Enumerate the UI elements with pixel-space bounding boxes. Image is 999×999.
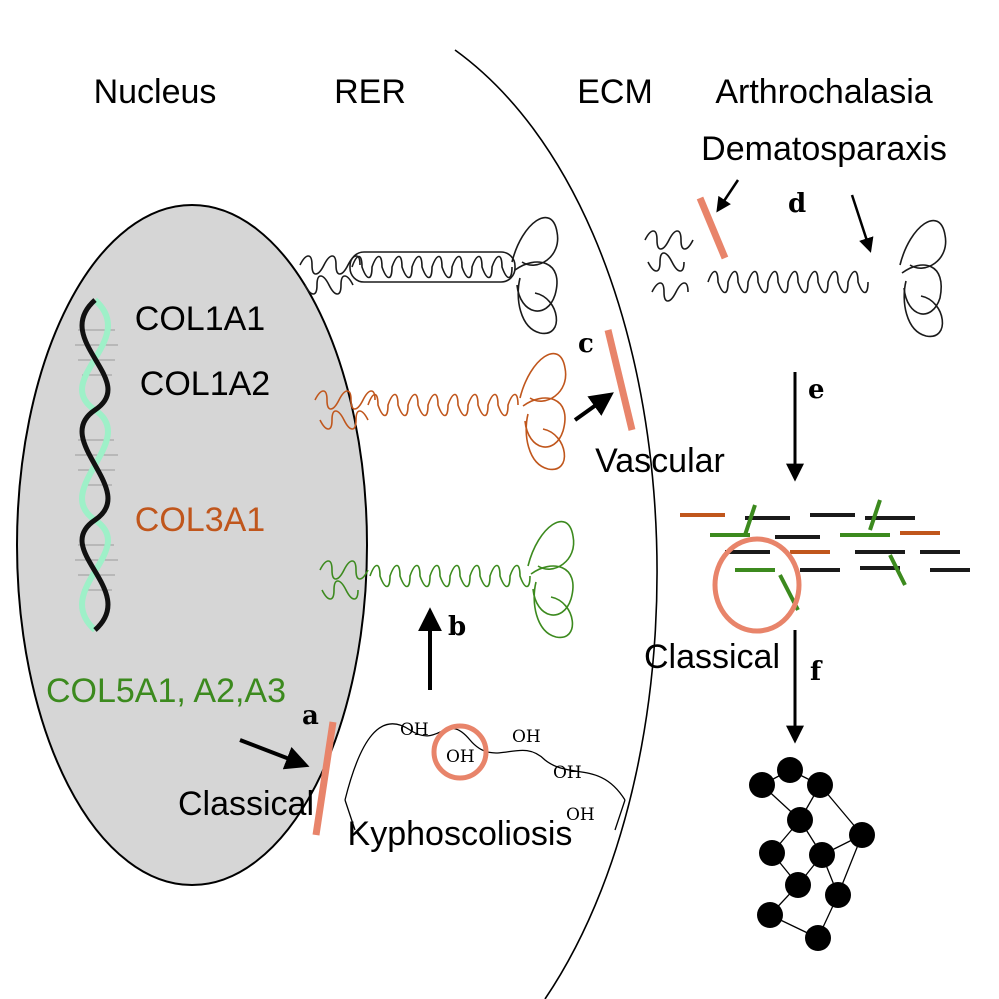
fibril-defect-circle bbox=[712, 536, 802, 634]
step-e: e bbox=[808, 375, 825, 405]
defect-bar-c bbox=[604, 329, 636, 431]
gene-col1a1: COL1A1 bbox=[135, 300, 265, 338]
polypeptide-chain bbox=[344, 723, 626, 801]
hydroxyl-label: OH bbox=[400, 720, 429, 740]
hydroxyl-label: OH bbox=[566, 805, 595, 825]
step-d: d bbox=[788, 189, 806, 219]
cell-membrane-arc bbox=[454, 49, 658, 999]
arrow-d-left bbox=[716, 179, 740, 213]
classical-label-f: Classical bbox=[644, 638, 780, 676]
hydroxylation-defect-circle bbox=[431, 723, 489, 781]
procollagen-type1 bbox=[299, 216, 559, 335]
step-f: f bbox=[810, 657, 823, 687]
vascular-label: Vascular bbox=[595, 442, 725, 480]
polypeptide-chain-tail bbox=[344, 799, 626, 831]
gene-col3a1: COL3A1 bbox=[135, 501, 265, 539]
procollagen-type3 bbox=[314, 352, 567, 471]
nucleus-header: Nucleus bbox=[94, 73, 217, 111]
procollagen-cleaved bbox=[644, 219, 947, 338]
gene-col5: COL5A1, A2,A3 bbox=[46, 672, 286, 710]
kyphoscoliosis-label: Kyphoscoliosis bbox=[348, 815, 573, 853]
procollagen-type5 bbox=[319, 520, 575, 639]
defect-bar-a bbox=[312, 721, 337, 836]
hydroxyl-label: OH bbox=[512, 727, 541, 747]
step-a: a bbox=[302, 701, 319, 731]
gene-col1a2: COL1A2 bbox=[140, 365, 270, 403]
defect-bar-d bbox=[696, 196, 729, 260]
hydroxyl-label: OH bbox=[446, 747, 475, 767]
arthrochalasia-label: Arthrochalasia bbox=[715, 73, 932, 111]
hydroxyl-label: OH bbox=[553, 763, 582, 783]
dematosparaxis-label: Dematosparaxis bbox=[701, 130, 947, 168]
arrow-c bbox=[573, 392, 614, 422]
fibril-network bbox=[749, 757, 875, 951]
ecm-header: ECM bbox=[577, 73, 653, 111]
step-b: b bbox=[448, 612, 466, 642]
dna-helix-icon bbox=[75, 297, 118, 633]
arrow-d-right bbox=[850, 194, 874, 253]
rer-header: RER bbox=[334, 73, 406, 111]
step-c: c bbox=[578, 329, 594, 359]
classical-label-a: Classical bbox=[178, 785, 314, 823]
arrow-a bbox=[239, 738, 310, 770]
